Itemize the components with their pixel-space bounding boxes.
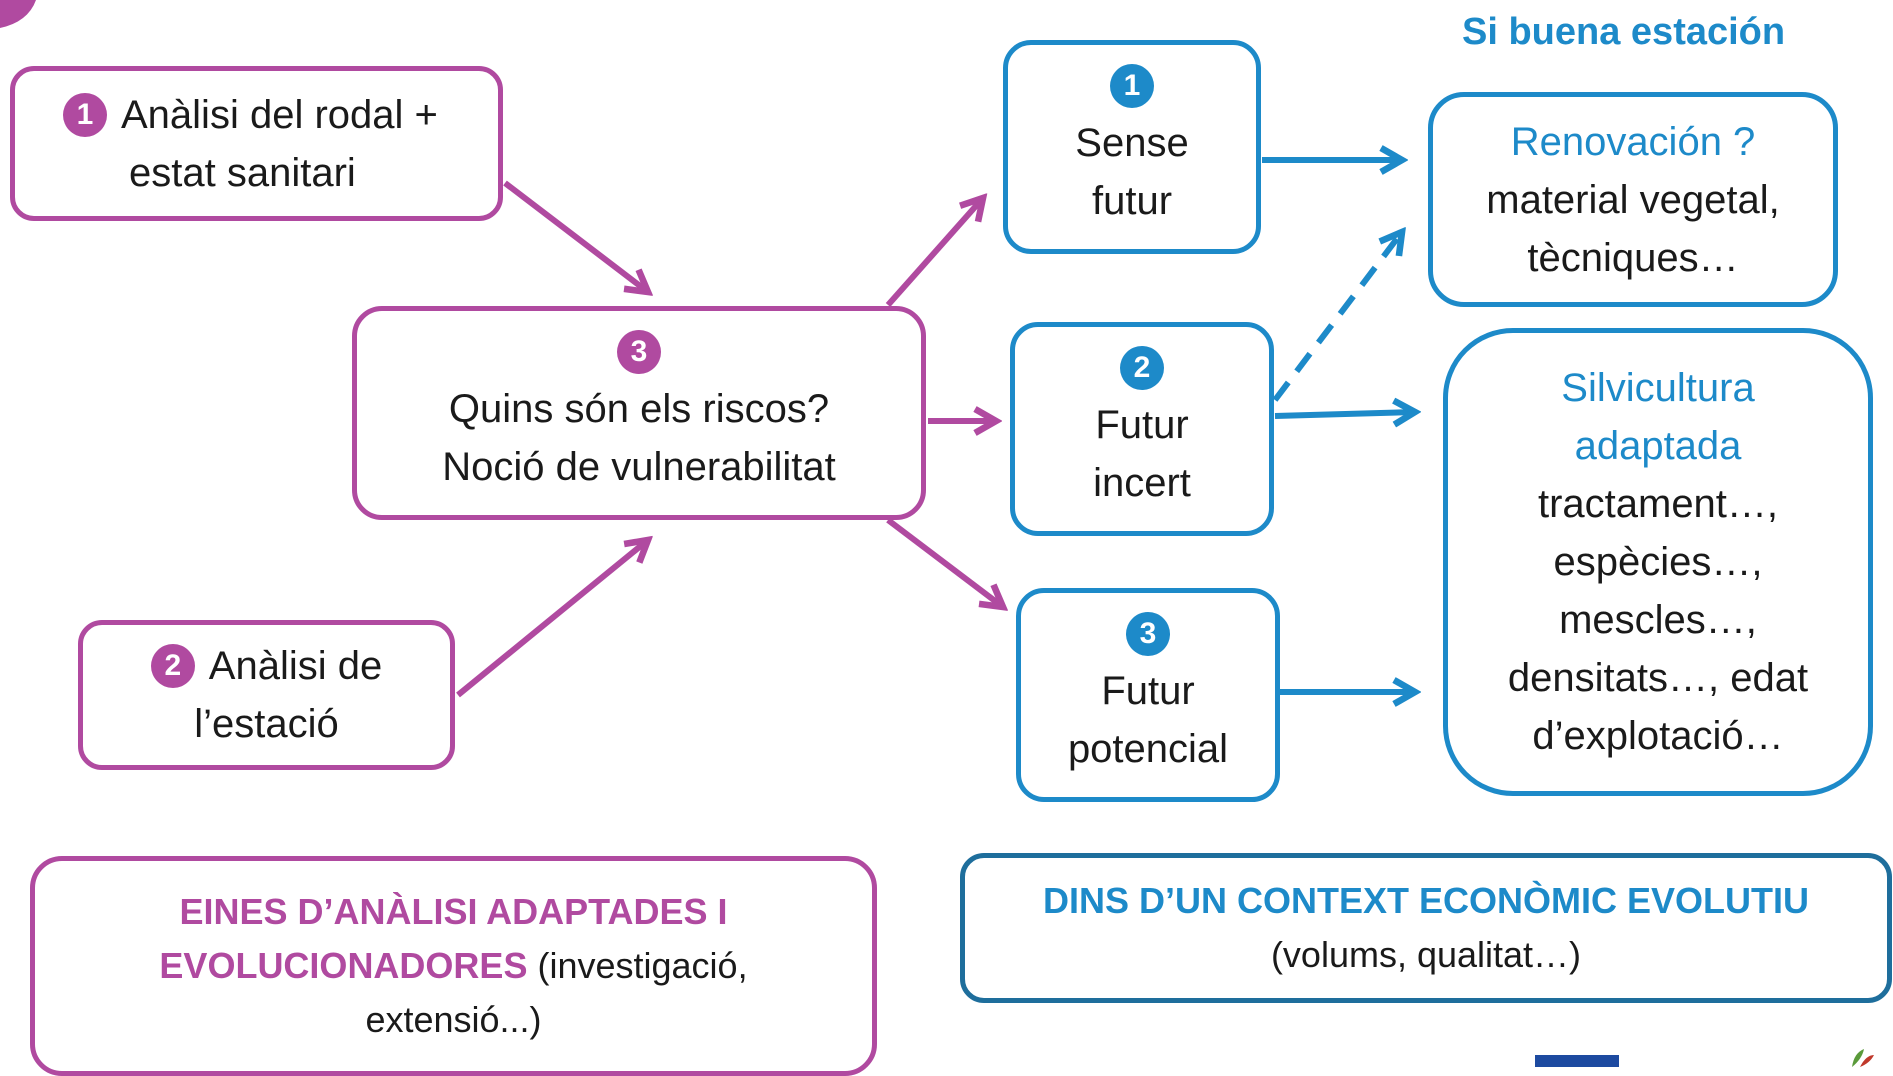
analysis-tools-line3: extensió...)	[365, 999, 542, 1040]
arrow-risks-to-future3	[886, 517, 1003, 607]
step-1-badge: 1	[63, 92, 107, 137]
future-uncertain-line2: incert	[1093, 461, 1191, 505]
arrow-risks-to-future1	[885, 198, 983, 307]
analysis-tools-bold2: EVOLUCIONADORES	[159, 945, 528, 986]
analysis-site-line1: Anàlisi de	[208, 644, 383, 688]
future-potential-line2: potencial	[1067, 727, 1229, 771]
silvicultura-box: Silvicultura adaptada tractament…, espèc…	[1443, 328, 1873, 796]
risks-line1: Quins són els riscos?	[448, 387, 830, 431]
silvicultura-line3: mescles…,	[1559, 598, 1757, 642]
future-1-badge: 1	[1110, 64, 1154, 108]
economic-context-line1: DINS D’UN CONTEXT ECONÒMIC EVOLUTIU	[1042, 880, 1810, 921]
future-uncertain-box: 2 Futur incert	[1010, 322, 1274, 536]
future-3-badge: 3	[1126, 612, 1170, 656]
analysis-stand-line2: estat sanitari	[129, 150, 356, 195]
economic-context-box: DINS D’UN CONTEXT ECONÒMIC EVOLUTIU (vol…	[960, 853, 1892, 1003]
silvicultura-title-line2: adaptada	[1574, 424, 1742, 468]
silvicultura-line1: tractament…,	[1537, 482, 1779, 526]
arrow-future2-to-renovacion	[1272, 232, 1402, 402]
analysis-site-box: 2 Anàlisi de l’estació	[78, 620, 455, 770]
renovacion-title: Renovación ?	[1510, 119, 1756, 164]
future-none-line2: futur	[1091, 179, 1173, 223]
future-2-badge: 2	[1120, 346, 1164, 390]
step-2-badge: 2	[150, 644, 195, 688]
future-none-line1: Sense	[1075, 121, 1189, 165]
future-potential-box: 3 Futur potencial	[1016, 588, 1280, 802]
analysis-site-line2: l’estació	[194, 702, 339, 746]
silvicultura-line2: espècies…,	[1553, 540, 1763, 584]
analysis-tools-line1: EINES D’ANÀLISI ADAPTADES I	[179, 891, 728, 932]
corner-decoration	[0, 0, 36, 28]
arrow-future2-to-silvicultura	[1274, 412, 1415, 416]
future-none-box: 1 Sense futur	[1003, 40, 1261, 254]
renovacion-line2: tècniques…	[1527, 235, 1739, 280]
analysis-stand-line1: Anàlisi del rodal +	[121, 92, 438, 137]
risks-line2: Noció de vulnerabilitat	[442, 445, 836, 489]
eu-logo	[1535, 1055, 1619, 1067]
analysis-tools-rest2: (investigació,	[527, 945, 748, 986]
renovacion-box: Renovación ? material vegetal, tècniques…	[1428, 92, 1838, 307]
risks-box: 3 Quins són els riscos? Noció de vulnera…	[352, 306, 926, 520]
future-potential-line1: Futur	[1101, 669, 1195, 713]
analysis-tools-box: EINES D’ANÀLISI ADAPTADES I EVOLUCIONADO…	[30, 856, 877, 1076]
arrow-analysis2-to-risks	[456, 540, 648, 698]
silvicultura-line4: densitats…, edat	[1507, 656, 1809, 700]
leaf-logo	[1852, 1049, 1874, 1067]
future-uncertain-line1: Futur	[1095, 403, 1189, 447]
arrow-analysis1-to-risks	[503, 180, 648, 292]
silvicultura-line5: d’explotació…	[1532, 714, 1784, 758]
renovacion-line1: material vegetal,	[1486, 177, 1780, 222]
silvicultura-title-line1: Silvicultura	[1561, 366, 1755, 410]
analysis-stand-box: 1 Anàlisi del rodal + estat sanitari	[10, 66, 503, 221]
step-3-badge: 3	[617, 330, 661, 374]
heading: Si buena estación	[1462, 11, 1786, 53]
economic-context-line2: (volums, qualitat…)	[1270, 934, 1582, 975]
